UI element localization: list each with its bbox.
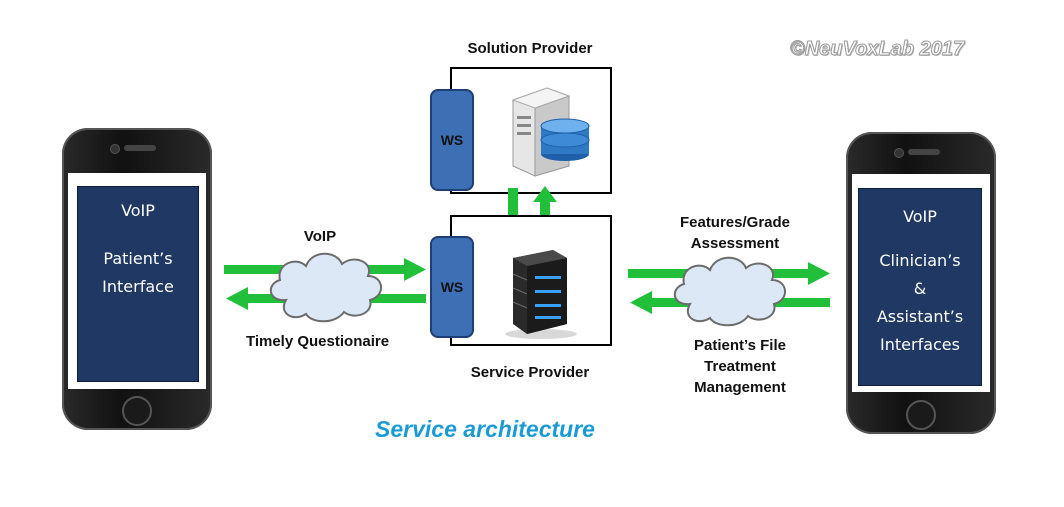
right-phone-home-button (906, 400, 936, 430)
right-phone-speaker (908, 149, 940, 155)
service-provider-ws: WS (430, 236, 474, 338)
solution-provider-ws: WS (430, 89, 474, 191)
left-phone: VoIP Patient’s Interface (62, 128, 212, 430)
right-phone-line4: Assistant’s (876, 307, 964, 326)
right-phone-camera (894, 148, 904, 158)
left-link-bottom-label: Timely Questionaire (245, 333, 390, 350)
caption: Service architecture (375, 416, 595, 442)
database-server-icon (511, 87, 590, 177)
cloud-icon (270, 252, 382, 323)
right-link-top-label-2: Assessment (690, 235, 780, 252)
rack-server-icon (505, 250, 577, 339)
left-phone-speaker (124, 145, 156, 151)
left-phone-line2: Patient’s (103, 249, 173, 268)
service-provider-title: Service Provider (470, 364, 590, 381)
right-phone-line2: Clinician’s (879, 251, 961, 270)
right-link-bottom-label-2: Treatment (704, 358, 776, 375)
left-phone-camera (110, 144, 120, 154)
left-phone-line3: Interface (102, 277, 174, 296)
right-link-bottom-label-1: Patient’s File (694, 337, 786, 354)
left-link-top-label: VoIP (303, 228, 337, 245)
cloud-icon (674, 256, 786, 327)
watermark: ©NeuVoxLab 2017 (789, 38, 965, 61)
left-phone-home-button (122, 396, 152, 426)
left-phone-screen: VoIP Patient’s Interface (77, 186, 199, 382)
right-phone-line5: Interfaces (880, 335, 960, 354)
left-link-arrows (224, 252, 426, 323)
right-phone-line3: & (913, 279, 927, 298)
right-link-arrows (628, 256, 830, 327)
right-phone-screen: VoIP Clinician’s & Assistant’s Interface… (858, 188, 982, 386)
right-phone-line1: VoIP (903, 207, 937, 226)
right-link-top-label-1: Features/Grade (679, 214, 791, 231)
solution-provider-title: Solution Provider (467, 40, 593, 57)
right-phone: VoIP Clinician’s & Assistant’s Interface… (846, 132, 996, 434)
left-phone-line1: VoIP (121, 201, 155, 220)
right-link-bottom-label-3: Management (694, 379, 786, 396)
